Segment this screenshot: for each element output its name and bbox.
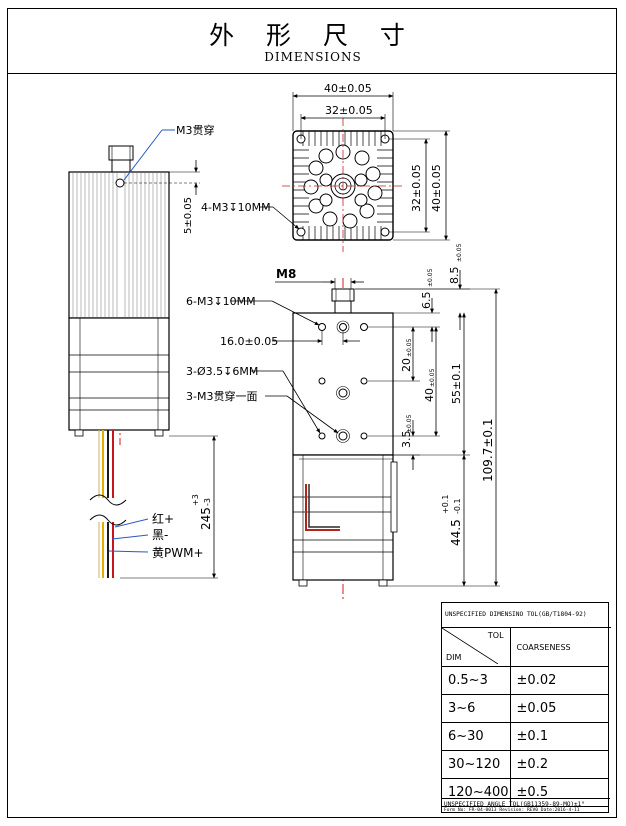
angle-tolerance-note: UNSPECIFIED ANGLE TOL(GB11359-89-MO)±1° [442,798,610,810]
dim-32-top: 32±0.05 [325,104,373,117]
diagonal-divider [442,628,498,664]
top-view: 40±0.05 32±0.05 32±0.05 40±0.05 4-M3↧10M… [201,82,450,252]
dim-3-5-tol: ±0.05 [406,414,413,433]
callout-6-m3: 6-M3↧10MM [186,295,256,308]
tolerance-grid: TOL DIM COARSENESS 0.5~3 ±0.02 3~6 ±0.05… [442,627,608,807]
table-header-row: TOL DIM COARSENESS [442,627,608,667]
wire-label-red: 红+ [152,511,174,526]
callout-4-m3: 4-M3↧10MM [201,201,271,214]
row-range: 0.5~3 [442,666,511,695]
dim-32-side: 32±0.05 [410,164,423,212]
heatsink-fins [72,173,166,317]
thread-m8-label: M8 [276,267,296,281]
row-tol: ±0.02 [509,666,608,695]
dim-6-5: 6.5 [420,292,433,310]
callout-m3-through: M3贯穿 [176,123,215,137]
dim-40-front: 40 [423,388,436,402]
dim-245-tol-lower: -3 [203,498,212,506]
dim-44-5: 44.5 [449,519,463,546]
callout-3-cbore: 3-Ø3.5↧6MM [186,365,258,378]
table-row: 3~6 ±0.05 [442,694,608,723]
left-side-view: 红+ 黑- 黄PWM+ M3贯穿 5±0.05 245 +3 -3 [68,123,218,579]
dim-8-5: 8.5 [448,267,461,285]
table-row: 30~120 ±0.2 [442,750,608,779]
dim-40-top: 40±0.05 [324,82,372,95]
lead-wires [98,430,114,578]
header-dim-label: DIM [446,653,462,662]
tolerance-table: UNSPECIFIED DIMENSINO TOL(GB/T1804-92) T… [441,602,611,813]
table-row: 120~400 ±0.5 [442,778,608,807]
dim-245: 245 [199,507,213,530]
dim-3-5: 3.5 [400,431,413,449]
callout-3-m3-through: 3-M3贯穿一面 [186,389,257,403]
dim-20-tol: ±0.05 [406,338,413,357]
drawing-title-en: DIMENSIONS [264,50,362,64]
table-row: 0.5~3 ±0.02 [442,666,608,695]
dim-109-7: 109.7±0.1 [481,419,495,483]
row-range: 6~30 [442,722,511,751]
front-view: M8 [186,243,500,600]
title-block [7,8,617,74]
dim-8-5-tol: ±0.05 [456,243,463,262]
dim-40-side: 40±0.05 [430,164,443,212]
row-tol: ±0.5 [509,778,608,807]
row-range: 120~400 [442,778,511,807]
header-coarseness: COARSENESS [509,627,608,667]
row-tol: ±0.05 [509,694,608,723]
row-tol: ±0.2 [509,750,608,779]
dim-55: 55±0.1 [450,363,463,404]
dim-5: 5±0.05 [183,197,194,234]
table-row: 6~30 ±0.1 [442,722,608,751]
dim-40-front-tol: ±0.05 [429,368,436,387]
header-tol-label: TOL [487,631,504,640]
row-tol: ±0.1 [509,722,608,751]
dim-44-5-tol-lower: -0.1 [453,498,462,514]
dim-6-5-tol: ±0.05 [427,268,434,287]
dim-20: 20 [400,358,413,372]
header-dim-tol: TOL DIM [442,627,511,667]
tolerance-table-header: UNSPECIFIED DIMENSINO TOL(GB/T1804-92) [442,603,611,628]
dim-44-5-tol-upper: +0.1 [441,495,450,514]
row-range: 3~6 [442,694,511,723]
wire-label-yellow: 黄PWM+ [152,546,204,560]
form-number-note: Form No: FR-04-0013 Revision: REV0 Date:… [444,808,580,813]
wire-label-black: 黑- [152,528,168,542]
dim-245-tol-upper: +3 [191,494,200,506]
drawing-title-zh: 外 形 尺 寸 [209,21,417,50]
row-range: 30~120 [442,750,511,779]
dim-16: 16.0±0.05 [220,335,278,348]
